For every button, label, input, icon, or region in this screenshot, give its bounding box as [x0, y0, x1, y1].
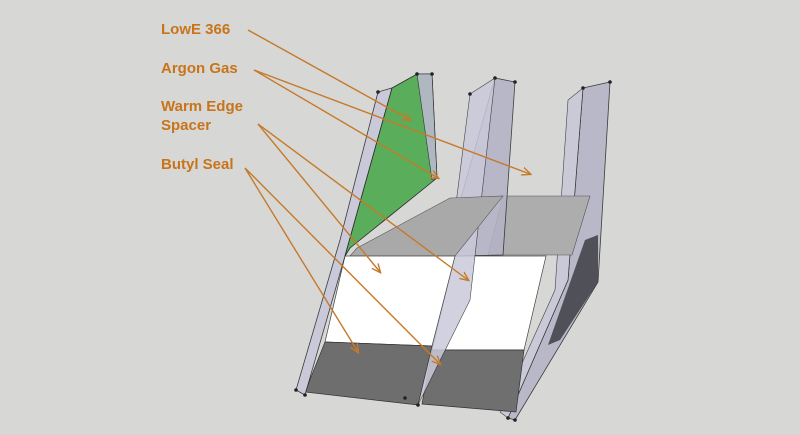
- leader-line-spacer-1: [257, 123, 380, 272]
- butyl-seal-left: [304, 341, 433, 406]
- vertex-dot-icon: [506, 416, 510, 420]
- vertex-dot-icon: [415, 72, 419, 76]
- leader-line-butyl-2: [244, 167, 440, 364]
- callout-warm-edge-text-line2: Spacer: [161, 117, 212, 134]
- argon-gas-left: [349, 195, 504, 257]
- vertex-dot-icon: [608, 80, 612, 84]
- callout-lowe-text: LowE 366: [161, 21, 231, 38]
- cavity-left: [304, 195, 504, 406]
- vertex-dot-icon: [493, 76, 497, 80]
- leader-line-lowe: [247, 29, 410, 120]
- vertex-dot-icon: [581, 86, 585, 90]
- vertex-dots: [294, 72, 612, 422]
- vertex-dot-icon: [294, 388, 298, 392]
- vertex-dot-icon: [430, 72, 434, 76]
- cavity-right: [421, 195, 591, 413]
- vertex-dot-icon: [303, 393, 307, 397]
- vertex-dot-icon: [403, 396, 407, 400]
- leader-line-butyl-1: [244, 167, 358, 352]
- vertex-dot-icon: [468, 92, 472, 96]
- callout-argon-label: Argon Gas: [161, 59, 238, 78]
- callout-warm-edge-label: Warm Edge Spacer: [161, 97, 243, 135]
- leader-line-argon-2: [253, 69, 530, 174]
- butyl-seal-right-shadow: [548, 235, 598, 345]
- vertex-dot-icon: [513, 418, 517, 422]
- leader-lines: [244, 29, 530, 364]
- vertex-dot-icon: [416, 403, 420, 407]
- callout-butyl-text: Butyl Seal: [161, 156, 234, 173]
- vertex-dot-icon: [376, 90, 380, 94]
- vertex-dot-icon: [513, 80, 517, 84]
- leader-line-spacer-2: [257, 123, 468, 280]
- callout-argon-text: Argon Gas: [161, 60, 238, 77]
- callout-warm-edge-text-line1: Warm Edge: [161, 98, 243, 115]
- warm-edge-spacer-left: [324, 255, 456, 347]
- callout-lowe-label: LowE 366: [161, 20, 230, 39]
- callout-butyl-label: Butyl Seal: [161, 155, 234, 174]
- leader-line-argon-1: [253, 69, 438, 178]
